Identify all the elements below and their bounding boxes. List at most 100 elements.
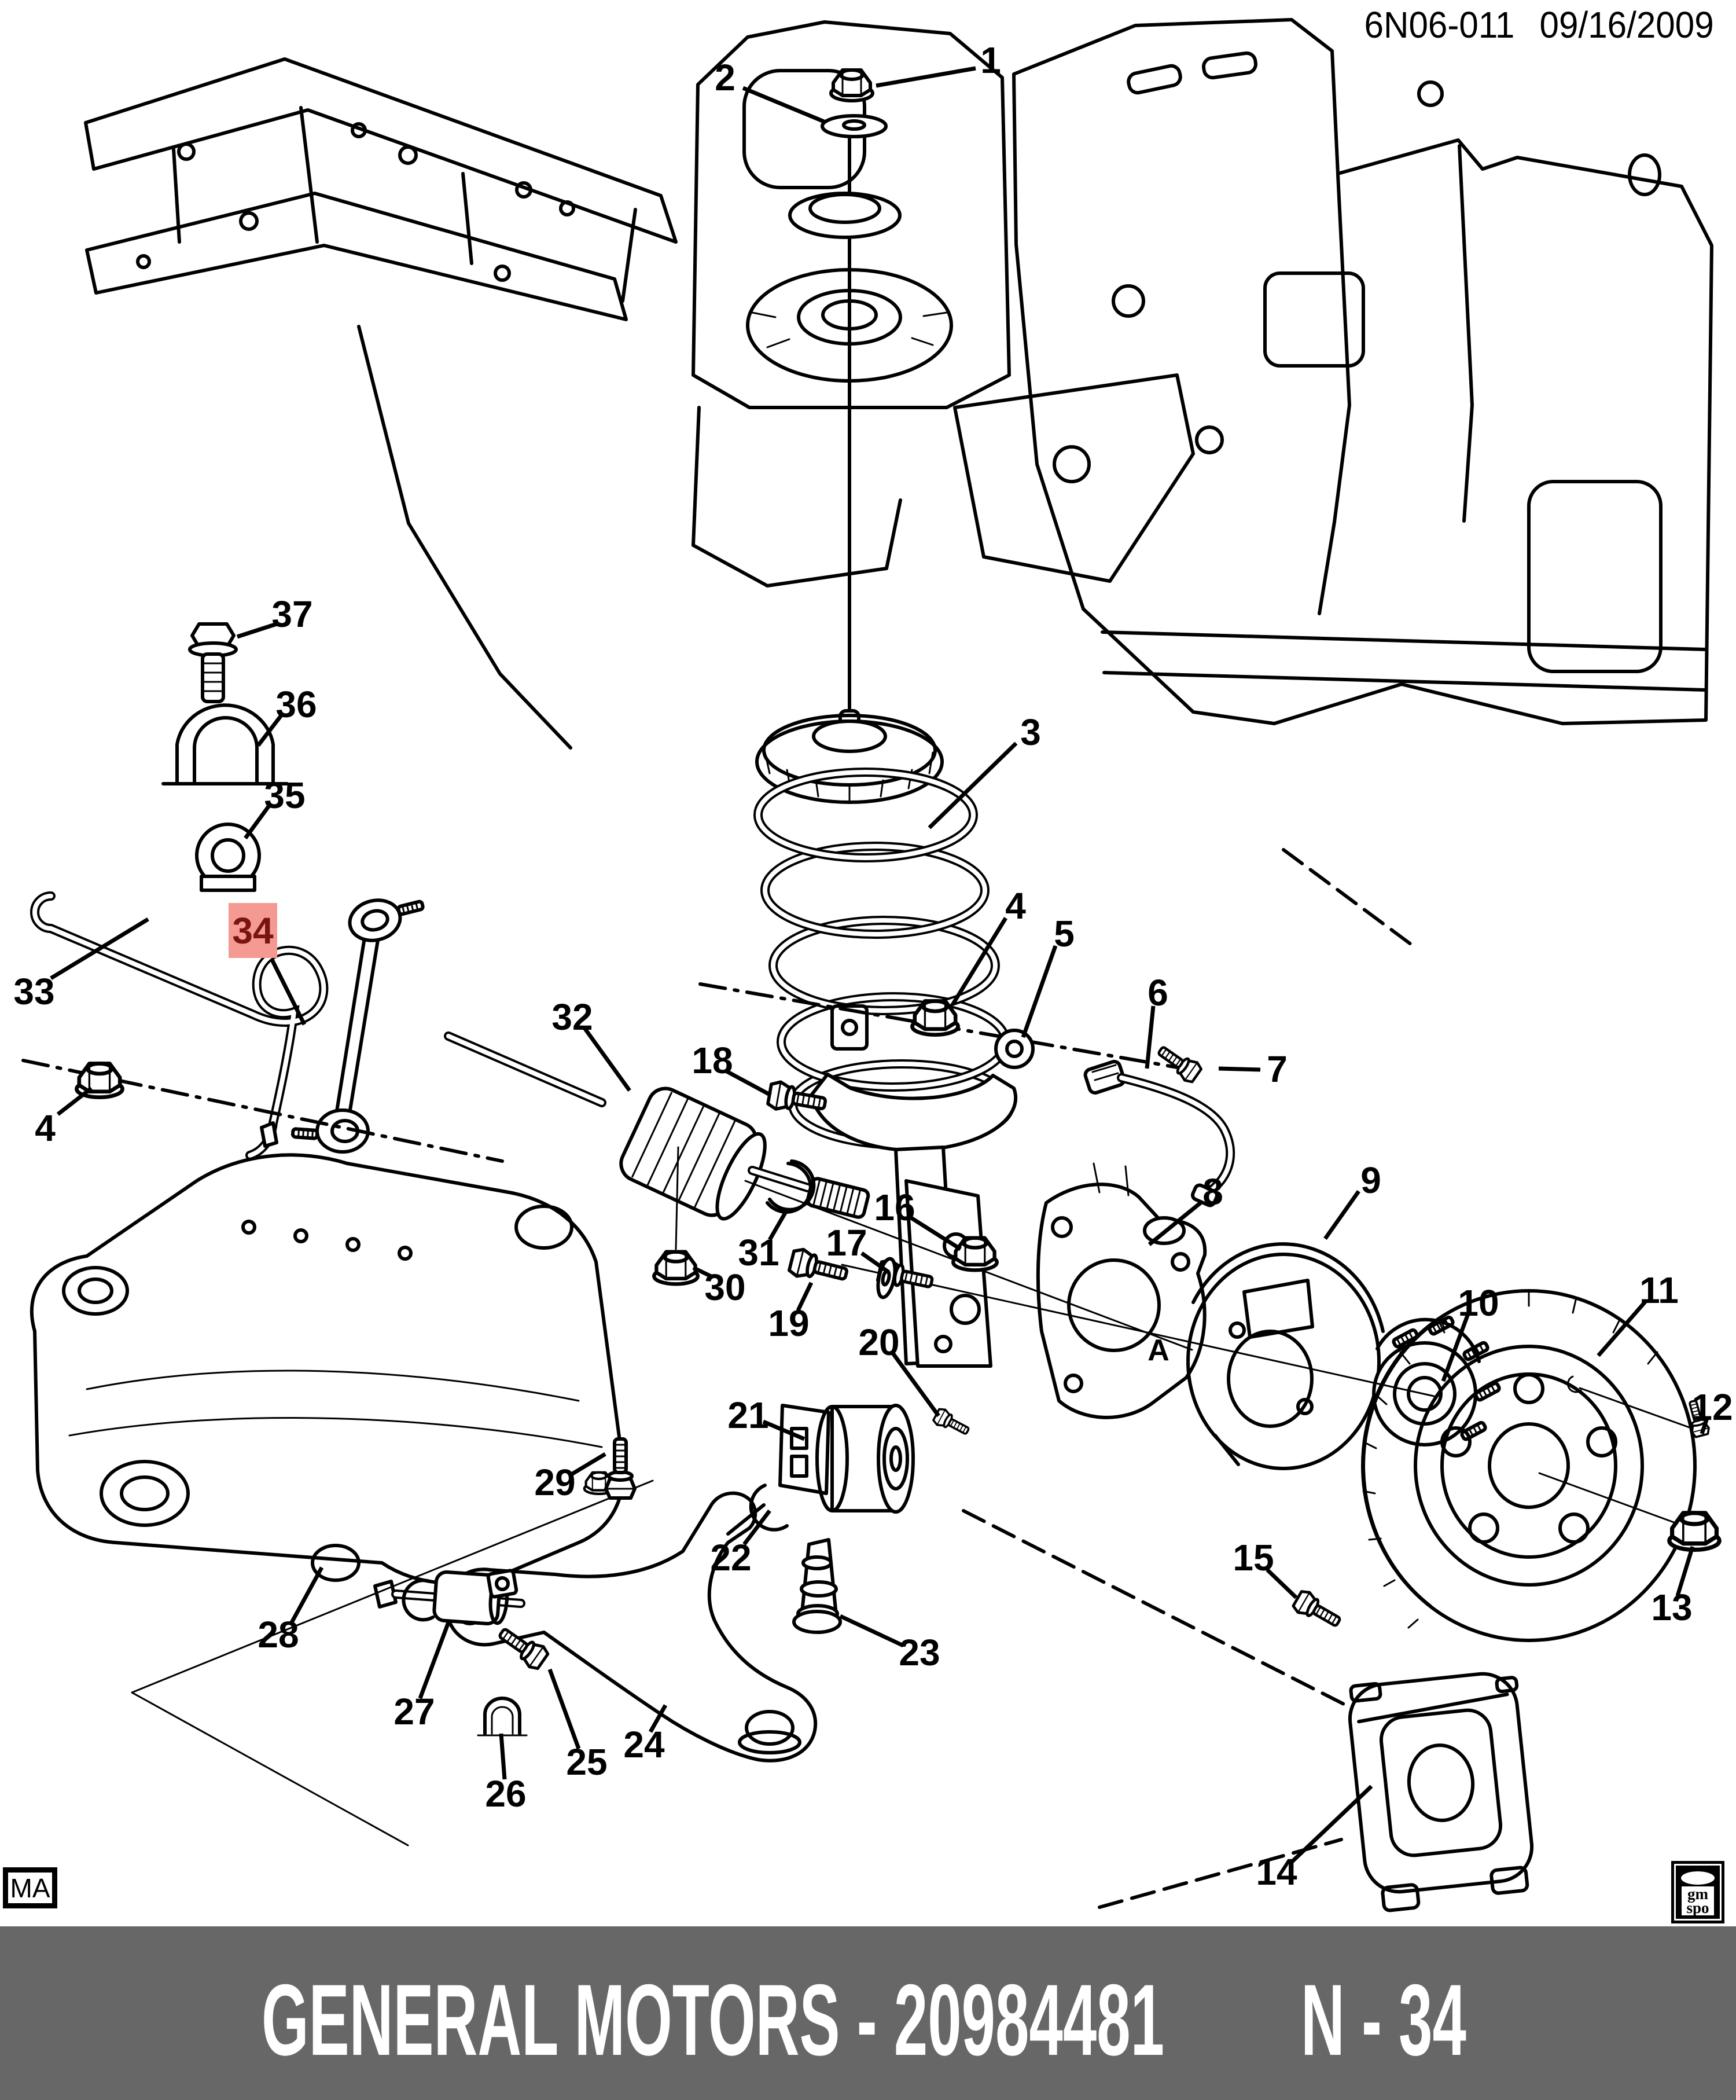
brake-caliper-drawing bbox=[1348, 1672, 1534, 1912]
leader-line-13 bbox=[1675, 1545, 1695, 1597]
leader-line-31 bbox=[767, 1209, 789, 1241]
leader-line-25 bbox=[547, 1668, 581, 1750]
leader-line-32 bbox=[583, 1026, 631, 1092]
callout-36: 36 bbox=[275, 684, 317, 725]
callout-10: 10 bbox=[1458, 1282, 1499, 1324]
brake-rotor-drawing bbox=[1361, 1289, 1697, 1642]
callout-22: 22 bbox=[710, 1537, 751, 1578]
leader-line-20 bbox=[891, 1352, 940, 1418]
leader-line-23 bbox=[839, 1614, 904, 1648]
subframe-drawing bbox=[30, 1153, 626, 1585]
callout-26: 26 bbox=[485, 1773, 526, 1815]
leader-line-19 bbox=[796, 1282, 814, 1312]
callout-12: 12 bbox=[1691, 1386, 1733, 1428]
leader-line-5 bbox=[1021, 945, 1058, 1038]
leader-line-15 bbox=[1266, 1568, 1298, 1599]
leader-line-10 bbox=[1441, 1313, 1470, 1382]
callout-11: 11 bbox=[1639, 1269, 1679, 1311]
leader-line-30 bbox=[692, 1265, 713, 1279]
callout-24: 24 bbox=[623, 1724, 665, 1765]
callout-15: 15 bbox=[1233, 1537, 1274, 1578]
leader-line-8 bbox=[1147, 1200, 1203, 1246]
ma-stamp: MA bbox=[3, 1867, 57, 1908]
callout-4: 4 bbox=[1005, 885, 1026, 927]
leader-line-4 bbox=[56, 1086, 93, 1116]
abs-sensor-drawing bbox=[1083, 1060, 1235, 1207]
callout-27: 27 bbox=[393, 1691, 435, 1732]
callout-13: 13 bbox=[1651, 1587, 1692, 1628]
callout-37: 37 bbox=[271, 593, 312, 635]
leader-line-3 bbox=[928, 741, 1018, 829]
callout-6: 6 bbox=[1147, 972, 1168, 1014]
callout-1: 1 bbox=[980, 39, 1001, 81]
callout-23: 23 bbox=[899, 1632, 940, 1673]
leader-line-9 bbox=[1323, 1189, 1360, 1240]
footer-part-title: GENERAL MOTORS - 20984481 bbox=[262, 1964, 1165, 2077]
stabilizer-link-drawing bbox=[260, 898, 428, 1154]
callout-29: 29 bbox=[534, 1462, 575, 1503]
hub-bearing-drawing bbox=[1372, 1316, 1500, 1446]
splash-shield-drawing bbox=[1186, 1242, 1385, 1470]
leader-line-1 bbox=[876, 66, 976, 88]
leader-line-11 bbox=[1597, 1299, 1647, 1357]
leader-line-6 bbox=[1145, 1005, 1156, 1069]
callout-25: 25 bbox=[566, 1741, 607, 1783]
arm-clamp-drawing bbox=[477, 1697, 528, 1736]
body-structure-drawing bbox=[84, 18, 1713, 750]
callout-9: 9 bbox=[1360, 1159, 1381, 1201]
strut-assembly-drawing bbox=[753, 137, 1018, 1368]
stabilizer-bar-drawing bbox=[30, 891, 329, 1160]
gmspo-logo-text: gm spo bbox=[1682, 1885, 1714, 1916]
leader-line-17 bbox=[860, 1251, 891, 1274]
callout-2: 2 bbox=[715, 57, 735, 98]
leader-line-28 bbox=[289, 1566, 324, 1624]
leader-line-22 bbox=[742, 1509, 771, 1546]
callout-5: 5 bbox=[1054, 913, 1075, 954]
callout-3: 3 bbox=[1020, 711, 1041, 753]
leader-line-7 bbox=[1218, 1066, 1261, 1072]
document-date: 09/16/2009 bbox=[1539, 4, 1714, 46]
highlight-box bbox=[229, 903, 277, 958]
document-header: 6N06-011 09/16/2009 bbox=[1364, 3, 1714, 46]
leader-line-18 bbox=[726, 1069, 772, 1097]
document-code: 6N06-011 bbox=[1364, 4, 1515, 46]
leader-line-16 bbox=[909, 1216, 962, 1251]
ball-joint-drawing bbox=[792, 1538, 842, 1634]
footer-banner: GENERAL MOTORS - 20984481 N - 34 bbox=[0, 1926, 1736, 2100]
clamp-bolt-drawing bbox=[188, 622, 238, 703]
callout-16: 16 bbox=[874, 1187, 915, 1228]
callout-20: 20 bbox=[858, 1321, 899, 1363]
stabilizer-clamp-drawing bbox=[161, 703, 289, 785]
callout-14: 14 bbox=[1256, 1851, 1297, 1893]
gmspo-logo-frame: gm spo bbox=[1674, 1864, 1722, 1921]
gmspo-logo: gm spo bbox=[1671, 1861, 1724, 1923]
callout-30: 30 bbox=[704, 1266, 745, 1308]
leader-line-34 bbox=[270, 959, 307, 1026]
gmspo-ellipse-icon bbox=[1681, 1871, 1715, 1885]
arm-front-bolt-drawing bbox=[373, 1569, 525, 1626]
gmspo-line1: gm bbox=[1687, 1885, 1708, 1903]
leader-line-24 bbox=[648, 1704, 668, 1733]
callout-21: 21 bbox=[727, 1394, 768, 1436]
leader-line-26 bbox=[499, 1733, 507, 1780]
callout-31: 31 bbox=[738, 1232, 779, 1273]
callout-19: 19 bbox=[768, 1302, 809, 1344]
callout-33: 33 bbox=[13, 971, 54, 1012]
leader-line-37 bbox=[236, 622, 278, 639]
callout-7: 7 bbox=[1267, 1048, 1288, 1090]
fastener-drawings bbox=[76, 70, 1719, 1671]
leader-line-21 bbox=[762, 1419, 806, 1441]
axle-shaft-drawing bbox=[444, 1031, 870, 1221]
leader-line-35 bbox=[244, 804, 271, 840]
control-arm-drawing bbox=[444, 1491, 818, 1763]
leader-line-29 bbox=[569, 1452, 606, 1477]
leader-line-36 bbox=[256, 714, 283, 747]
leader-line-27 bbox=[418, 1620, 451, 1699]
construction-lines bbox=[21, 848, 1694, 1909]
leader-line-33 bbox=[50, 917, 149, 980]
leader-line-12 bbox=[1700, 1417, 1709, 1435]
leader-line-14 bbox=[1290, 1785, 1373, 1864]
